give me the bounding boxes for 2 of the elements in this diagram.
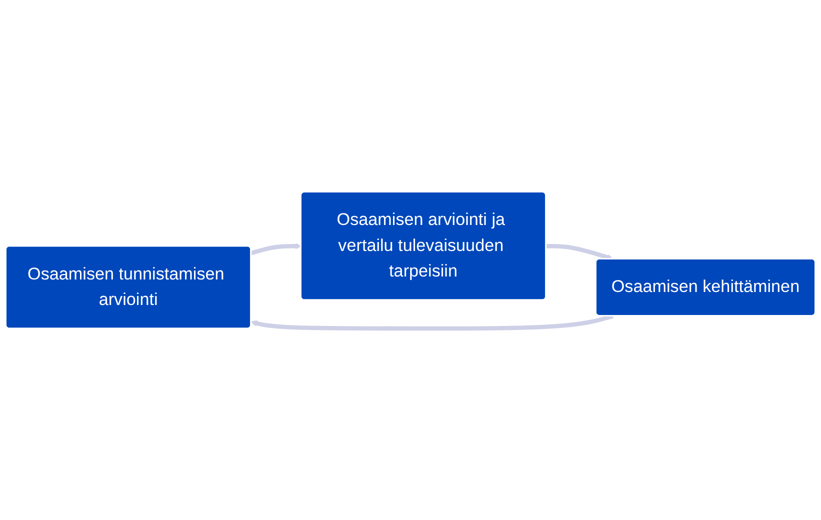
arrow [250, 242, 302, 256]
arrow [546, 244, 614, 260]
